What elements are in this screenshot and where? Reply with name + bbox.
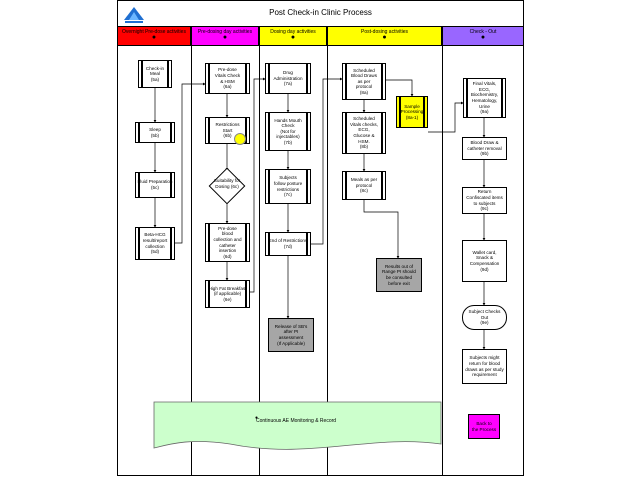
- note-release-sb: Release of SB's after PI assessment (If …: [268, 318, 314, 352]
- lane-label: Check - Out: [469, 29, 497, 35]
- lane-header-predosing: Pre-dosing day activities ●: [191, 26, 259, 46]
- note-label: Release of SB's after PI assessment (If …: [274, 323, 308, 346]
- ae-banner-label: Continuous AE Monitoring & Record: [256, 418, 337, 424]
- back-to-process-button[interactable]: Back to the Process: [468, 414, 500, 439]
- step-label: Blood Draw & catheter removal (9b): [467, 140, 502, 157]
- note-night-return: Subjects might return for blood draws as…: [462, 349, 507, 384]
- step-label: Check-in Meal (5a): [145, 65, 165, 82]
- flow-step-high-fat-breakfast[interactable]: High Fat Breakfast (if applicable) (6e): [205, 280, 250, 308]
- step-label: Subjects might return for blood draws as…: [465, 355, 504, 378]
- lane-header-checkout: Check - Out ●: [442, 26, 524, 46]
- step-label: High Fat Breakfast (if applicable) (6e): [208, 285, 247, 302]
- lane-label: Overnight Pre-dose activities: [122, 29, 186, 35]
- flow-step-fluid-prep[interactable]: Fluid Preparation (5c): [135, 172, 175, 198]
- step-label: Pre-dose blood collection and catheter i…: [213, 225, 242, 259]
- lane-header-dosing: Dosing day activities ●: [259, 26, 327, 46]
- flow-step-drug-admin[interactable]: Drug Administration (7a): [265, 63, 311, 94]
- flow-step-posture[interactable]: Subjects follow posture restrictions (7c…: [265, 169, 311, 204]
- lane-divider: [191, 46, 192, 476]
- step-label: Scheduled Blood Draws as per protocol (8…: [350, 67, 378, 95]
- decision-label: Suitability for Dosing (6c): [213, 178, 241, 189]
- lane-marker-icon: ●: [480, 34, 486, 41]
- note-results-out-of-range: Results out of Range PI should be consul…: [376, 258, 422, 292]
- flow-step-end-restrictions[interactable]: End of Restrictions (7d): [265, 232, 311, 256]
- page-title: Post Check-in Clinic Process: [269, 8, 372, 17]
- step-label: Sleep (5b): [149, 126, 161, 138]
- step-label: Pre-dose Vitals Check & HSM (6a): [214, 67, 241, 90]
- lane-divider: [327, 46, 328, 476]
- flow-step-blood-draw-removal[interactable]: Blood Draw & catheter removal (9b): [462, 137, 507, 160]
- flow-step-sample-processing[interactable]: Sample Processing (8a-1): [396, 96, 428, 128]
- lane-marker-icon: ●: [151, 34, 157, 41]
- step-label: Hands Mouth Check (Not for injectables) …: [274, 117, 302, 145]
- flow-step-scheduled-vitals[interactable]: Scheduled Vitals checks, ECG, Glucose & …: [342, 112, 386, 154]
- lane-header-postdosing: Post-dosing activities ●: [327, 26, 442, 46]
- ae-monitoring-banner: [153, 401, 442, 450]
- lane-marker-icon: ●: [290, 34, 296, 41]
- lane-marker-icon: ●: [382, 34, 387, 41]
- diagram-frame: [117, 0, 524, 476]
- step-label: Return Confiscated items to subjects (9c…: [466, 189, 503, 212]
- lane-marker-icon: ●: [222, 34, 228, 41]
- step-label: End of Restrictions (7d): [268, 238, 308, 249]
- note-label: Results out of Range PI should be consul…: [382, 263, 416, 286]
- step-label: Beta-HCG result/report collection (5d): [142, 232, 168, 255]
- flow-step-return-items[interactable]: Return Confiscated items to subjects (9c…: [462, 187, 507, 214]
- lane-header-overnight: Overnight Pre-dose activities ●: [117, 26, 191, 46]
- flow-step-hands-mouth[interactable]: Hands Mouth Check (Not for injectables) …: [265, 112, 311, 151]
- flow-step-wallet-card[interactable]: Wallet card, Snack & Compensation (9d): [462, 240, 507, 282]
- highlight-marker-icon: [234, 133, 246, 145]
- step-label: Subject Checks Out (9e): [468, 309, 501, 326]
- step-label: Fluid Preparation (5c): [137, 179, 173, 190]
- lane-label: Pre-dosing day activities: [197, 29, 253, 35]
- flow-step-predose-blood[interactable]: Pre-dose blood collection and catheter i…: [205, 223, 250, 262]
- step-label: Final Vitals, ECG, Biochemistry, Hematol…: [470, 81, 499, 115]
- flow-step-checkin-meal[interactable]: Check-in Meal (5a): [138, 60, 172, 88]
- flow-step-meals[interactable]: Meals as per protocol (8c): [342, 171, 386, 200]
- step-label: Sample Processing (8a-1): [400, 103, 424, 120]
- button-label: Back to the Process: [471, 420, 497, 432]
- flow-step-predose-vitals[interactable]: Pre-dose Vitals Check & HSM (6a): [205, 63, 250, 94]
- flow-step-scheduled-draws[interactable]: Scheduled Blood Draws as per protocol (8…: [342, 63, 386, 100]
- step-label: Subjects follow posture restrictions (7c…: [273, 175, 303, 198]
- step-label: Wallet card, Snack & Compensation (9d): [469, 249, 500, 272]
- step-label: Restrictions Start (6b): [215, 122, 240, 139]
- flow-step-sleep[interactable]: Sleep (5b): [135, 122, 175, 143]
- lane-label: Post-dosing activities: [361, 29, 408, 35]
- flow-step-beta-hcg[interactable]: Beta-HCG result/report collection (5d): [135, 227, 175, 260]
- step-label: Drug Administration (7a): [273, 70, 303, 87]
- lane-label: Dosing day activities: [270, 29, 316, 35]
- step-label: Scheduled Vitals checks, ECG, Glucose & …: [350, 116, 378, 150]
- banner-marker-icon: ●: [255, 415, 259, 421]
- flow-terminal-checks-out[interactable]: Subject Checks Out (9e): [462, 305, 507, 330]
- flow-step-final-vitals[interactable]: Final Vitals, ECG, Biochemistry, Hematol…: [463, 78, 506, 118]
- lane-divider: [442, 46, 443, 476]
- company-logo-icon: [122, 6, 146, 24]
- step-label: Meals as per protocol (8c): [350, 177, 378, 194]
